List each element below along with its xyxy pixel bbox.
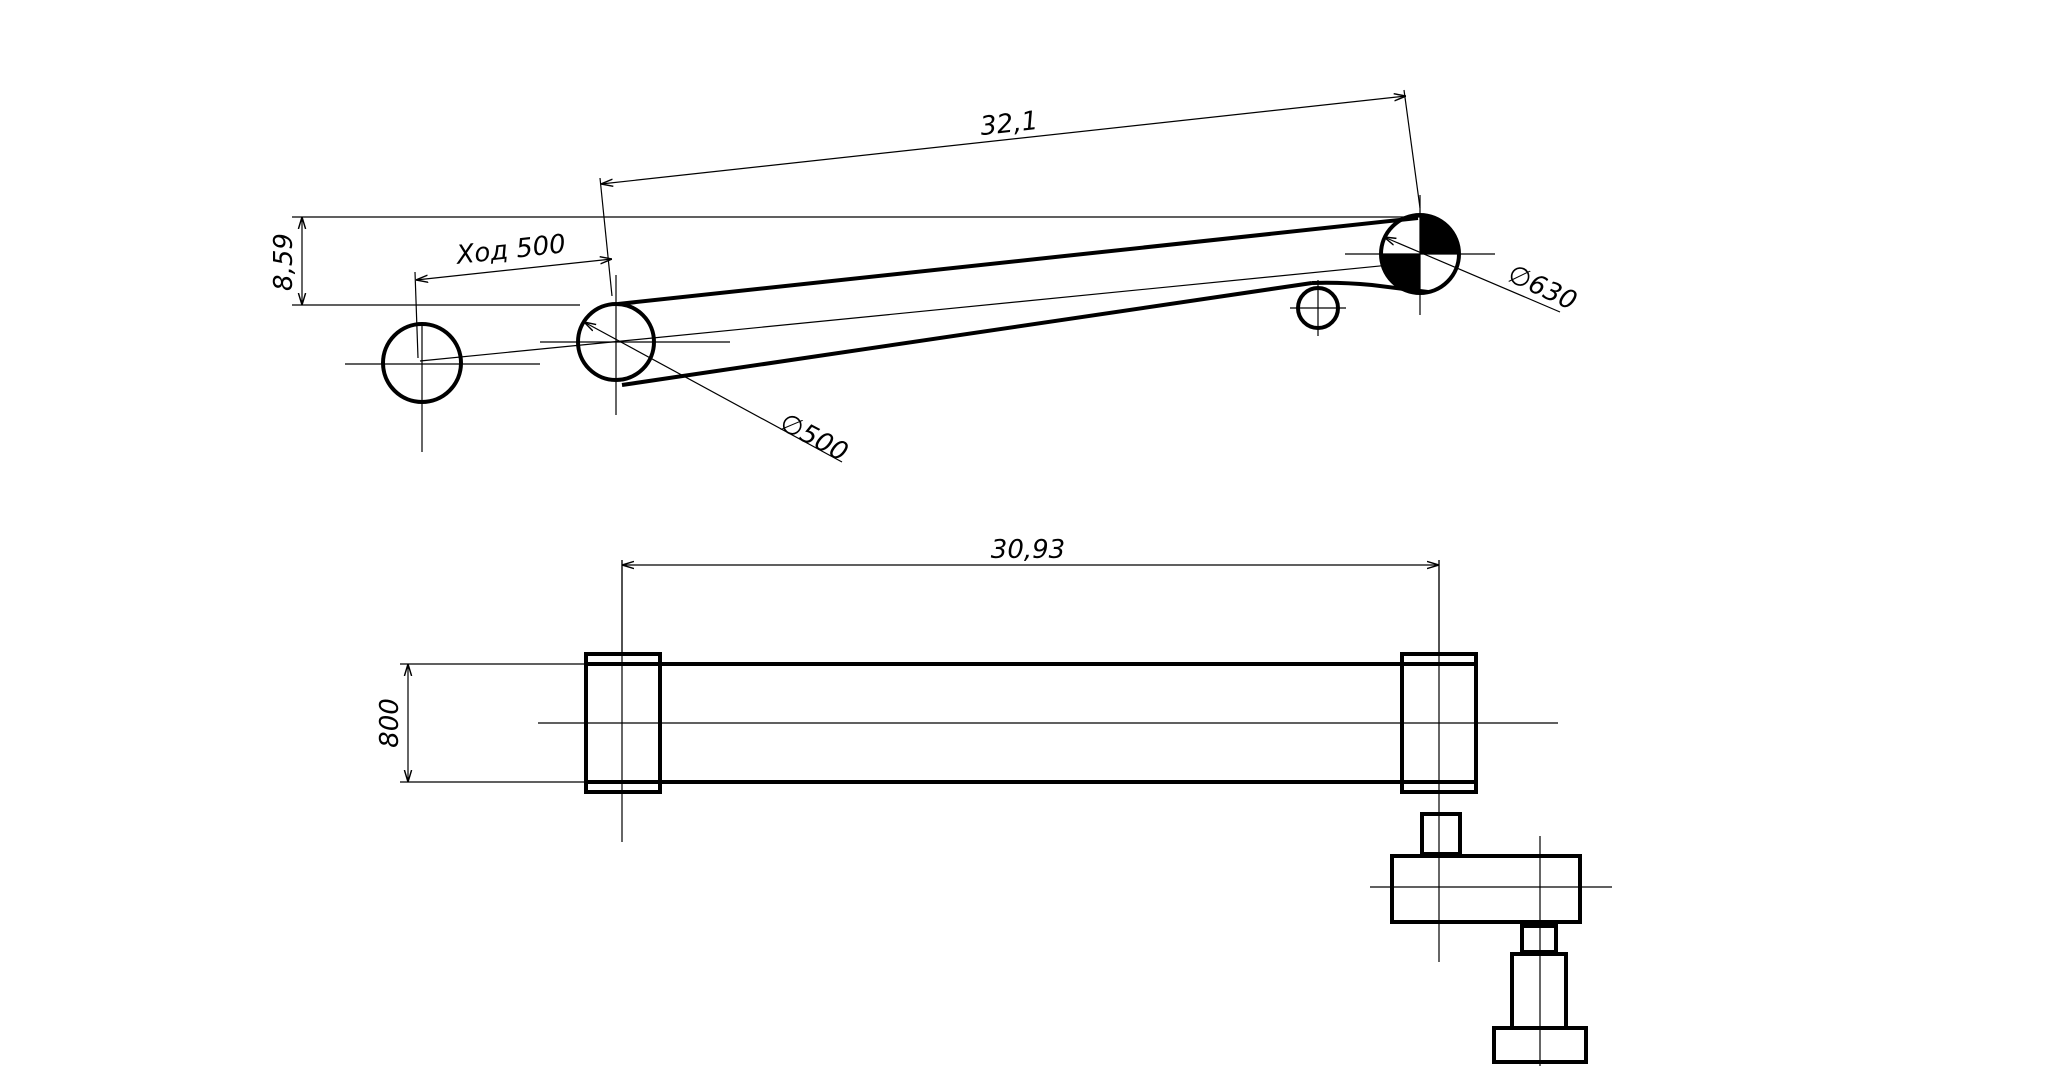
extension-line [1403,89,1421,209]
extension-line [414,271,419,359]
dim-travel: Ход 500 [414,229,612,359]
belt-upper-line [617,216,1419,306]
dim-tail-diameter: ∅500 [584,322,853,468]
head-drum-quadrant-upper-right [1420,215,1459,254]
dim-belt-width: 800 [375,663,584,783]
leader-line [584,322,843,463]
motor-coupling [1520,924,1558,954]
plan-view: 30,93 800 [375,535,1612,1066]
head-drum-quadrant-lower-left [1381,254,1420,293]
dim-belt-width-label: 800 [375,698,405,748]
dimension-line [601,96,1406,184]
top-view: 32,1 8,59 Ход 500 ∅500 ∅630 [269,89,1581,468]
dim-tail-diameter-label: ∅500 [775,408,853,468]
extension-line [599,177,613,297]
belt-centerline [419,261,1421,362]
head-drum [1345,195,1495,315]
dim-lift-height: 8,59 [269,216,1420,306]
dimension-line [416,259,612,280]
belt-lower-line [621,281,1313,387]
motor-foot [1492,1026,1588,1064]
dim-travel-label: Ход 500 [453,229,567,271]
dim-head-diameter-label: ∅630 [1503,259,1581,317]
drive-gearbox [1390,854,1582,924]
dim-plan-length-label: 30,93 [991,535,1065,565]
leader-line [1384,237,1561,313]
dim-lift-height-label: 8,59 [269,233,299,291]
motor-body [1510,952,1568,1030]
dim-belt-length-label: 32,1 [979,106,1040,142]
drive-coupling [1420,812,1462,856]
dim-plan-length: 30,93 [621,535,1440,652]
dim-belt-length: 32,1 [599,89,1421,297]
